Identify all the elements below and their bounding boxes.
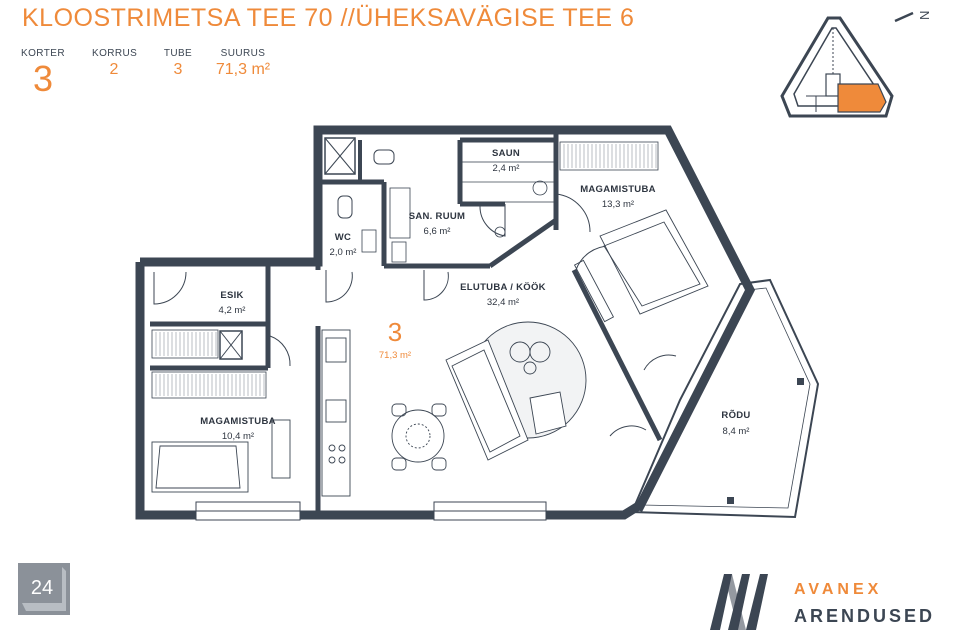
stat-label: KORRUS (92, 48, 138, 59)
living-furniture (445, 259, 615, 461)
room-label: MAGAMISTUBA (200, 416, 276, 427)
stat-suurus: SUURUS 71,3 m² (208, 48, 278, 81)
unit-number: 3 (388, 317, 402, 347)
page-badge: 24 (18, 563, 70, 615)
exterior-walls (135, 125, 756, 520)
room-area: 2,0 m² (330, 247, 357, 258)
balcony (630, 278, 820, 519)
room-area: 10,4 m² (222, 431, 254, 442)
dining-table (391, 403, 447, 471)
key-plan (780, 16, 894, 118)
room-area: 2,4 m² (493, 163, 520, 174)
stat-label: KORTER (21, 48, 65, 59)
room-area: 4,2 m² (219, 305, 246, 316)
room-area: 32,4 m² (487, 297, 519, 308)
stat-value: 71,3 m² (215, 61, 271, 78)
stat-tube: TUBE 3 (160, 48, 196, 81)
window (195, 501, 547, 521)
unit-area: 71,3 m² (379, 350, 411, 361)
brand-logo-icon (706, 568, 780, 635)
key-plan-highlight (837, 83, 887, 113)
shaft (219, 137, 356, 360)
wardrobe (151, 141, 659, 399)
stat-value: 2 (109, 61, 119, 78)
stat-label: SUURUS (220, 48, 266, 59)
room-label: ELUTUBA / KÖÖK (460, 282, 546, 293)
room-area: 8,4 m² (723, 426, 750, 437)
north-label: N (917, 11, 932, 20)
bed (151, 209, 709, 493)
page-title: KLOOSTRIMETSA TEE 70 //ÜHEKSAVÄGISE TEE … (22, 4, 635, 32)
door (153, 193, 677, 437)
room-area: 13,3 m² (602, 199, 634, 210)
room-label: SAN. RUUM (409, 211, 466, 222)
stat-korrus: KORRUS 2 (92, 48, 138, 81)
brand-subname: ARENDUSED (794, 606, 936, 626)
north-arrow-icon: N (893, 6, 941, 29)
page-number: 24 (31, 577, 53, 599)
brand-name: AVANEX (794, 581, 883, 598)
stat-value: 3 (173, 61, 183, 78)
room-label: ESIK (220, 290, 243, 301)
room-area: 6,6 m² (424, 226, 451, 237)
stat-label: TUBE (163, 48, 193, 59)
stat-korter: KORTER 3 (20, 48, 66, 99)
room-label: WC (335, 232, 351, 243)
room-label: MAGAMISTUBA (580, 184, 656, 195)
kitchen-counter (321, 329, 351, 497)
stat-value: 3 (32, 58, 54, 99)
room-label: SAUN (492, 148, 520, 159)
interior-walls (150, 130, 663, 515)
room-label: RÕDU (721, 410, 750, 421)
